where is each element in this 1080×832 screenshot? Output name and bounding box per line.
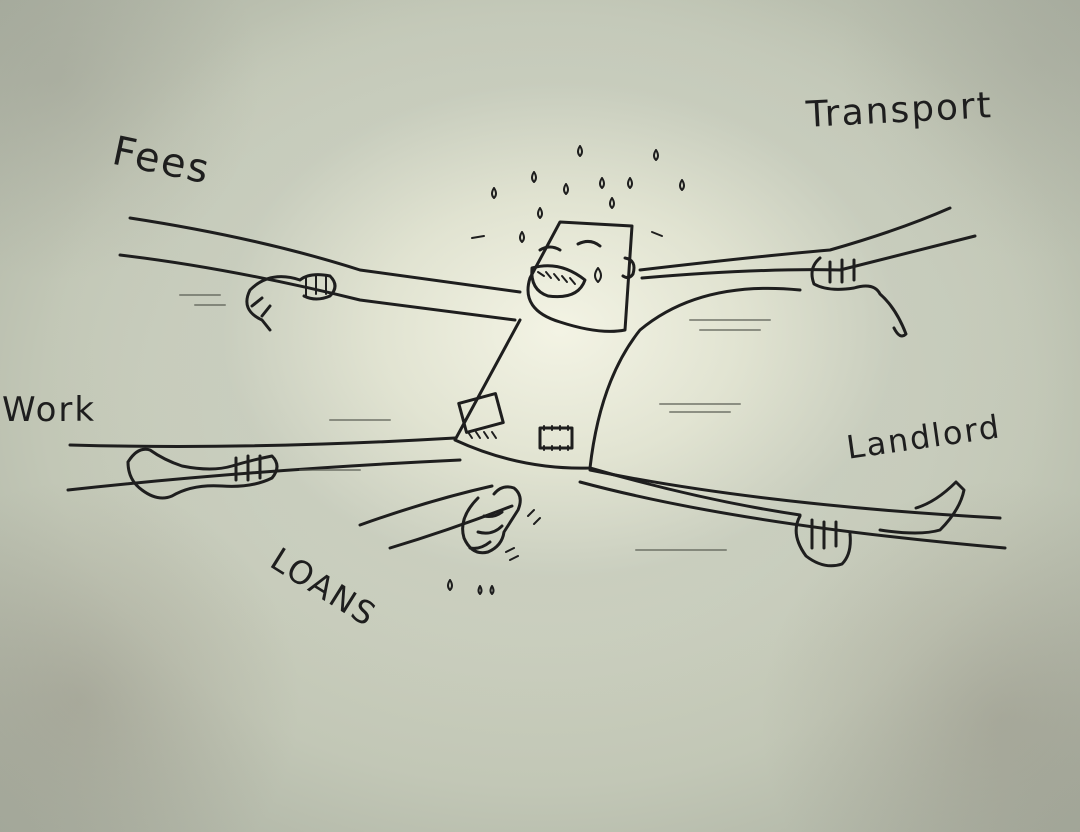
hand-fees: [245, 273, 337, 332]
drops-loans: [447, 579, 495, 595]
patch-right: [538, 426, 574, 450]
motion-lines: [179, 294, 771, 551]
leg-landlord-top: [588, 468, 1002, 520]
strain-marks-loans: [505, 509, 541, 561]
sweat-drops: [471, 145, 685, 243]
arm-fees-top: [128, 216, 522, 294]
leg-work-top: [68, 436, 457, 448]
mouth: [530, 264, 587, 299]
hand-fees-fingers: [305, 275, 327, 297]
patch-left: [457, 392, 505, 434]
patch-right-stitch: [543, 425, 569, 451]
eye-left: [538, 245, 562, 252]
hand-work: [126, 447, 279, 500]
teeth: [537, 271, 576, 285]
hand-landlord: [794, 480, 966, 568]
leg-landlord-bottom: [578, 480, 1007, 550]
leg-work-bottom: [66, 458, 462, 492]
tear: [594, 267, 602, 283]
arm-loans-bottom: [388, 504, 514, 550]
body-outline: [453, 286, 802, 470]
patch-left-stitch: [467, 431, 497, 439]
ear: [621, 256, 636, 280]
arm-transport-top: [638, 206, 952, 272]
arm-loans-top: [358, 484, 494, 527]
eye-right: [576, 239, 602, 248]
arm-fees-bottom: [118, 253, 517, 322]
head: [526, 220, 634, 333]
hand-transport: [810, 256, 908, 338]
label-work: Work: [2, 390, 97, 430]
hand-loans: [461, 485, 522, 555]
arm-transport-bottom: [640, 234, 977, 280]
